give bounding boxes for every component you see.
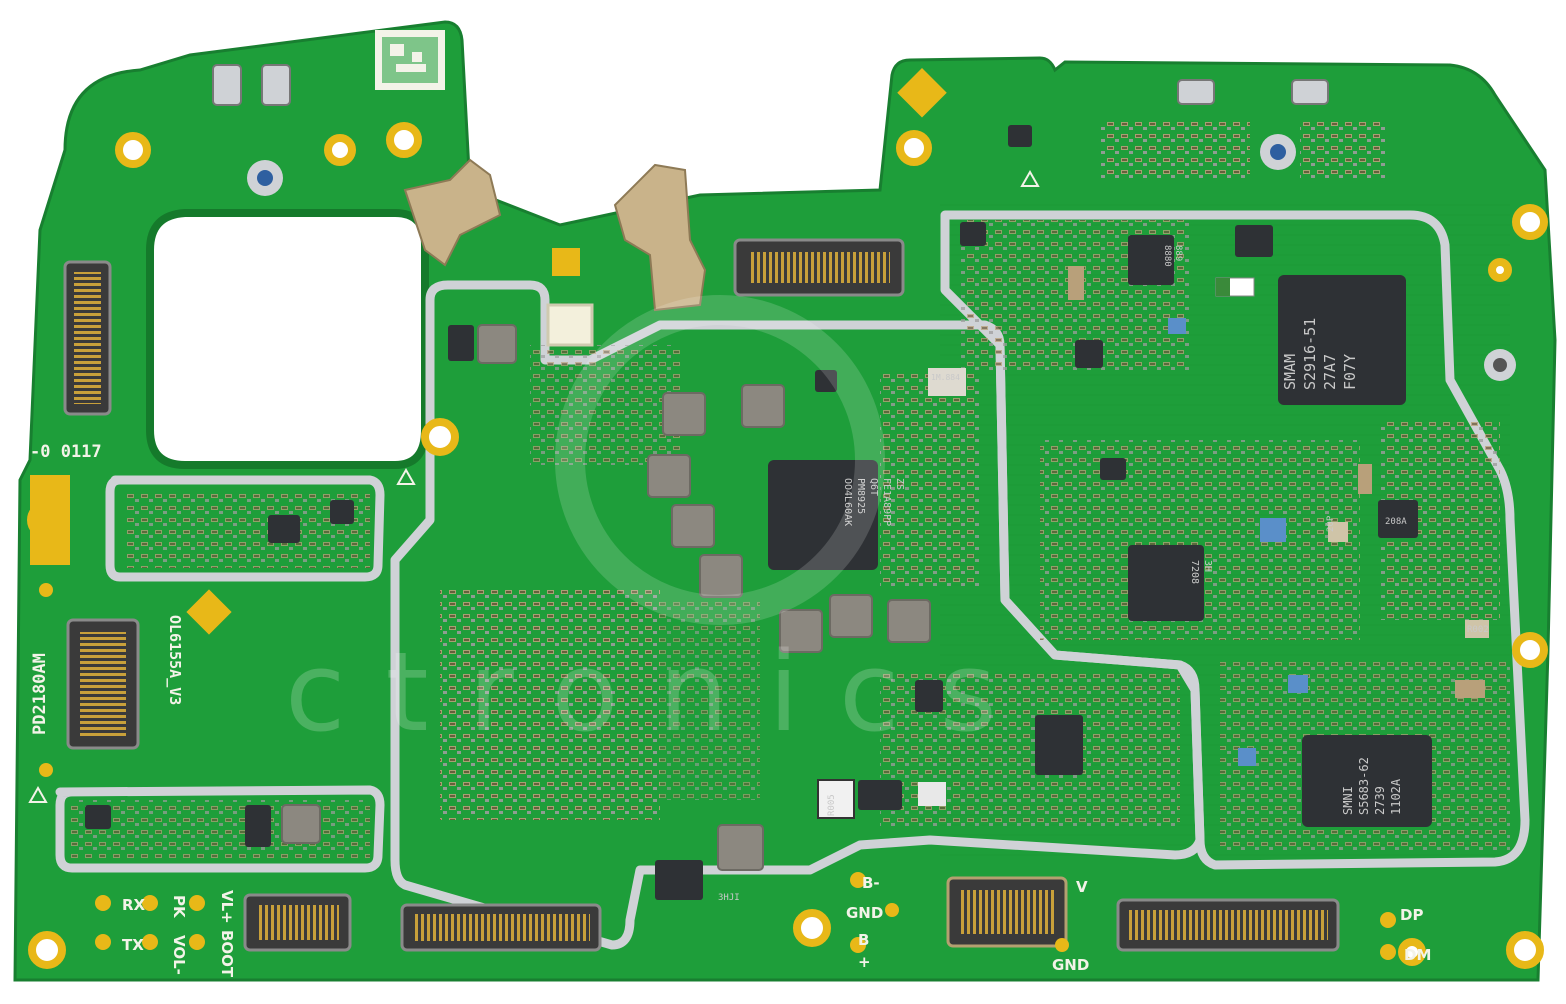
resistor-r002: R002 <box>1467 625 1489 635</box>
pmic-chip: OO4L60AK PM8925 Q6T FE1A89PP ZS <box>768 460 905 570</box>
pa-module-chip: SMNI S5683-62 2739 1102A <box>1302 735 1432 827</box>
pad-label-gnd-bottom: GND <box>1052 956 1089 974</box>
watermark-logo <box>555 295 885 625</box>
power-inductors <box>281 324 931 871</box>
chip-marking-20p: 20P <box>1326 515 1336 532</box>
camera-cutout <box>146 209 429 469</box>
pad-label-b-minus: B- <box>862 874 880 892</box>
small-blue-parts <box>546 266 1489 819</box>
gold-test-pads <box>30 67 1396 960</box>
svg-text:8880 889: 8880 889 <box>1162 245 1183 272</box>
resistor-r005: R005 <box>827 794 837 816</box>
pad-label-vol-minus: VOL- <box>170 935 188 975</box>
spring-contacts <box>212 64 1329 312</box>
pad-label-boot: BOOT <box>218 930 236 978</box>
pad-label-plus: + <box>858 953 871 971</box>
medium-chips <box>85 125 1418 900</box>
pad-label-tx: TX <box>122 936 144 954</box>
mounting-holes <box>27 122 1548 969</box>
smd-fields <box>70 120 1510 858</box>
qr-code <box>375 30 445 90</box>
silk-triangles <box>28 169 1040 803</box>
pad-label-dp: DP <box>1400 906 1423 924</box>
pad-label-v: V <box>1076 878 1088 896</box>
chip-marking-208a: 208A <box>1385 517 1407 527</box>
pad-label-rx: RX <box>122 896 146 914</box>
module-code: OL6155A_V3 <box>166 615 184 705</box>
svg-text:7208 3H: 7208 3H <box>1189 560 1213 590</box>
pad-label-pk: PK <box>170 895 188 919</box>
board-revision: -0 0117 <box>30 442 102 462</box>
pad-label-gnd-left: GND <box>846 904 883 922</box>
svg-text:OO4L60AK PM8925 Q6: OO4L60AK PM8925 Q6T FE1A89PP ZS <box>842 478 905 532</box>
pad-label-b: B <box>858 931 869 949</box>
pad-label-dm: DM <box>1404 946 1431 964</box>
svg-text:SMAM S2916-51 27A7: SMAM S2916-51 27A7 F07Y <box>1281 309 1359 390</box>
rf-connectors <box>247 134 1516 381</box>
crystal-marking: 1M.884 <box>931 373 960 382</box>
pad-label-vl-plus: VL+ <box>218 890 236 924</box>
fpc-connectors <box>63 238 1340 952</box>
rf-transceiver-chip: SMAM S2916-51 27A7 F07Y <box>1278 275 1406 405</box>
chip-marking-3hji: 3HJI <box>718 893 740 903</box>
shield-frames <box>55 210 1530 950</box>
board-model: PD2180AM <box>30 653 50 735</box>
watermark-text: ctronics <box>285 628 1037 756</box>
svg-text:SMNI S5683-62 2739: SMNI S5683-62 2739 1102A <box>1341 750 1403 815</box>
